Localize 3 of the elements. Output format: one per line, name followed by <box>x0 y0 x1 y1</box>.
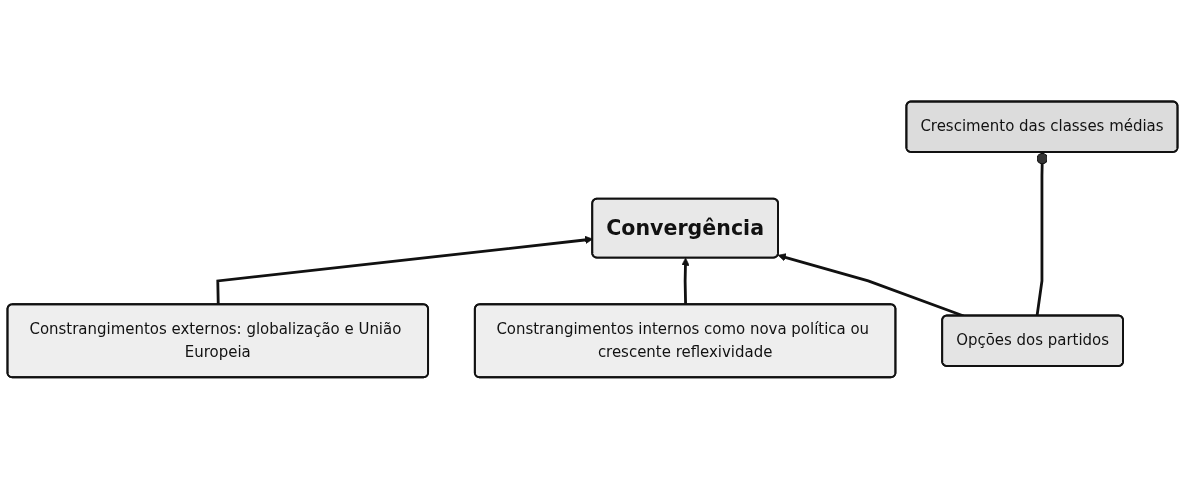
arrow <box>681 257 690 305</box>
connector <box>1035 152 1048 316</box>
arrow <box>777 253 965 317</box>
